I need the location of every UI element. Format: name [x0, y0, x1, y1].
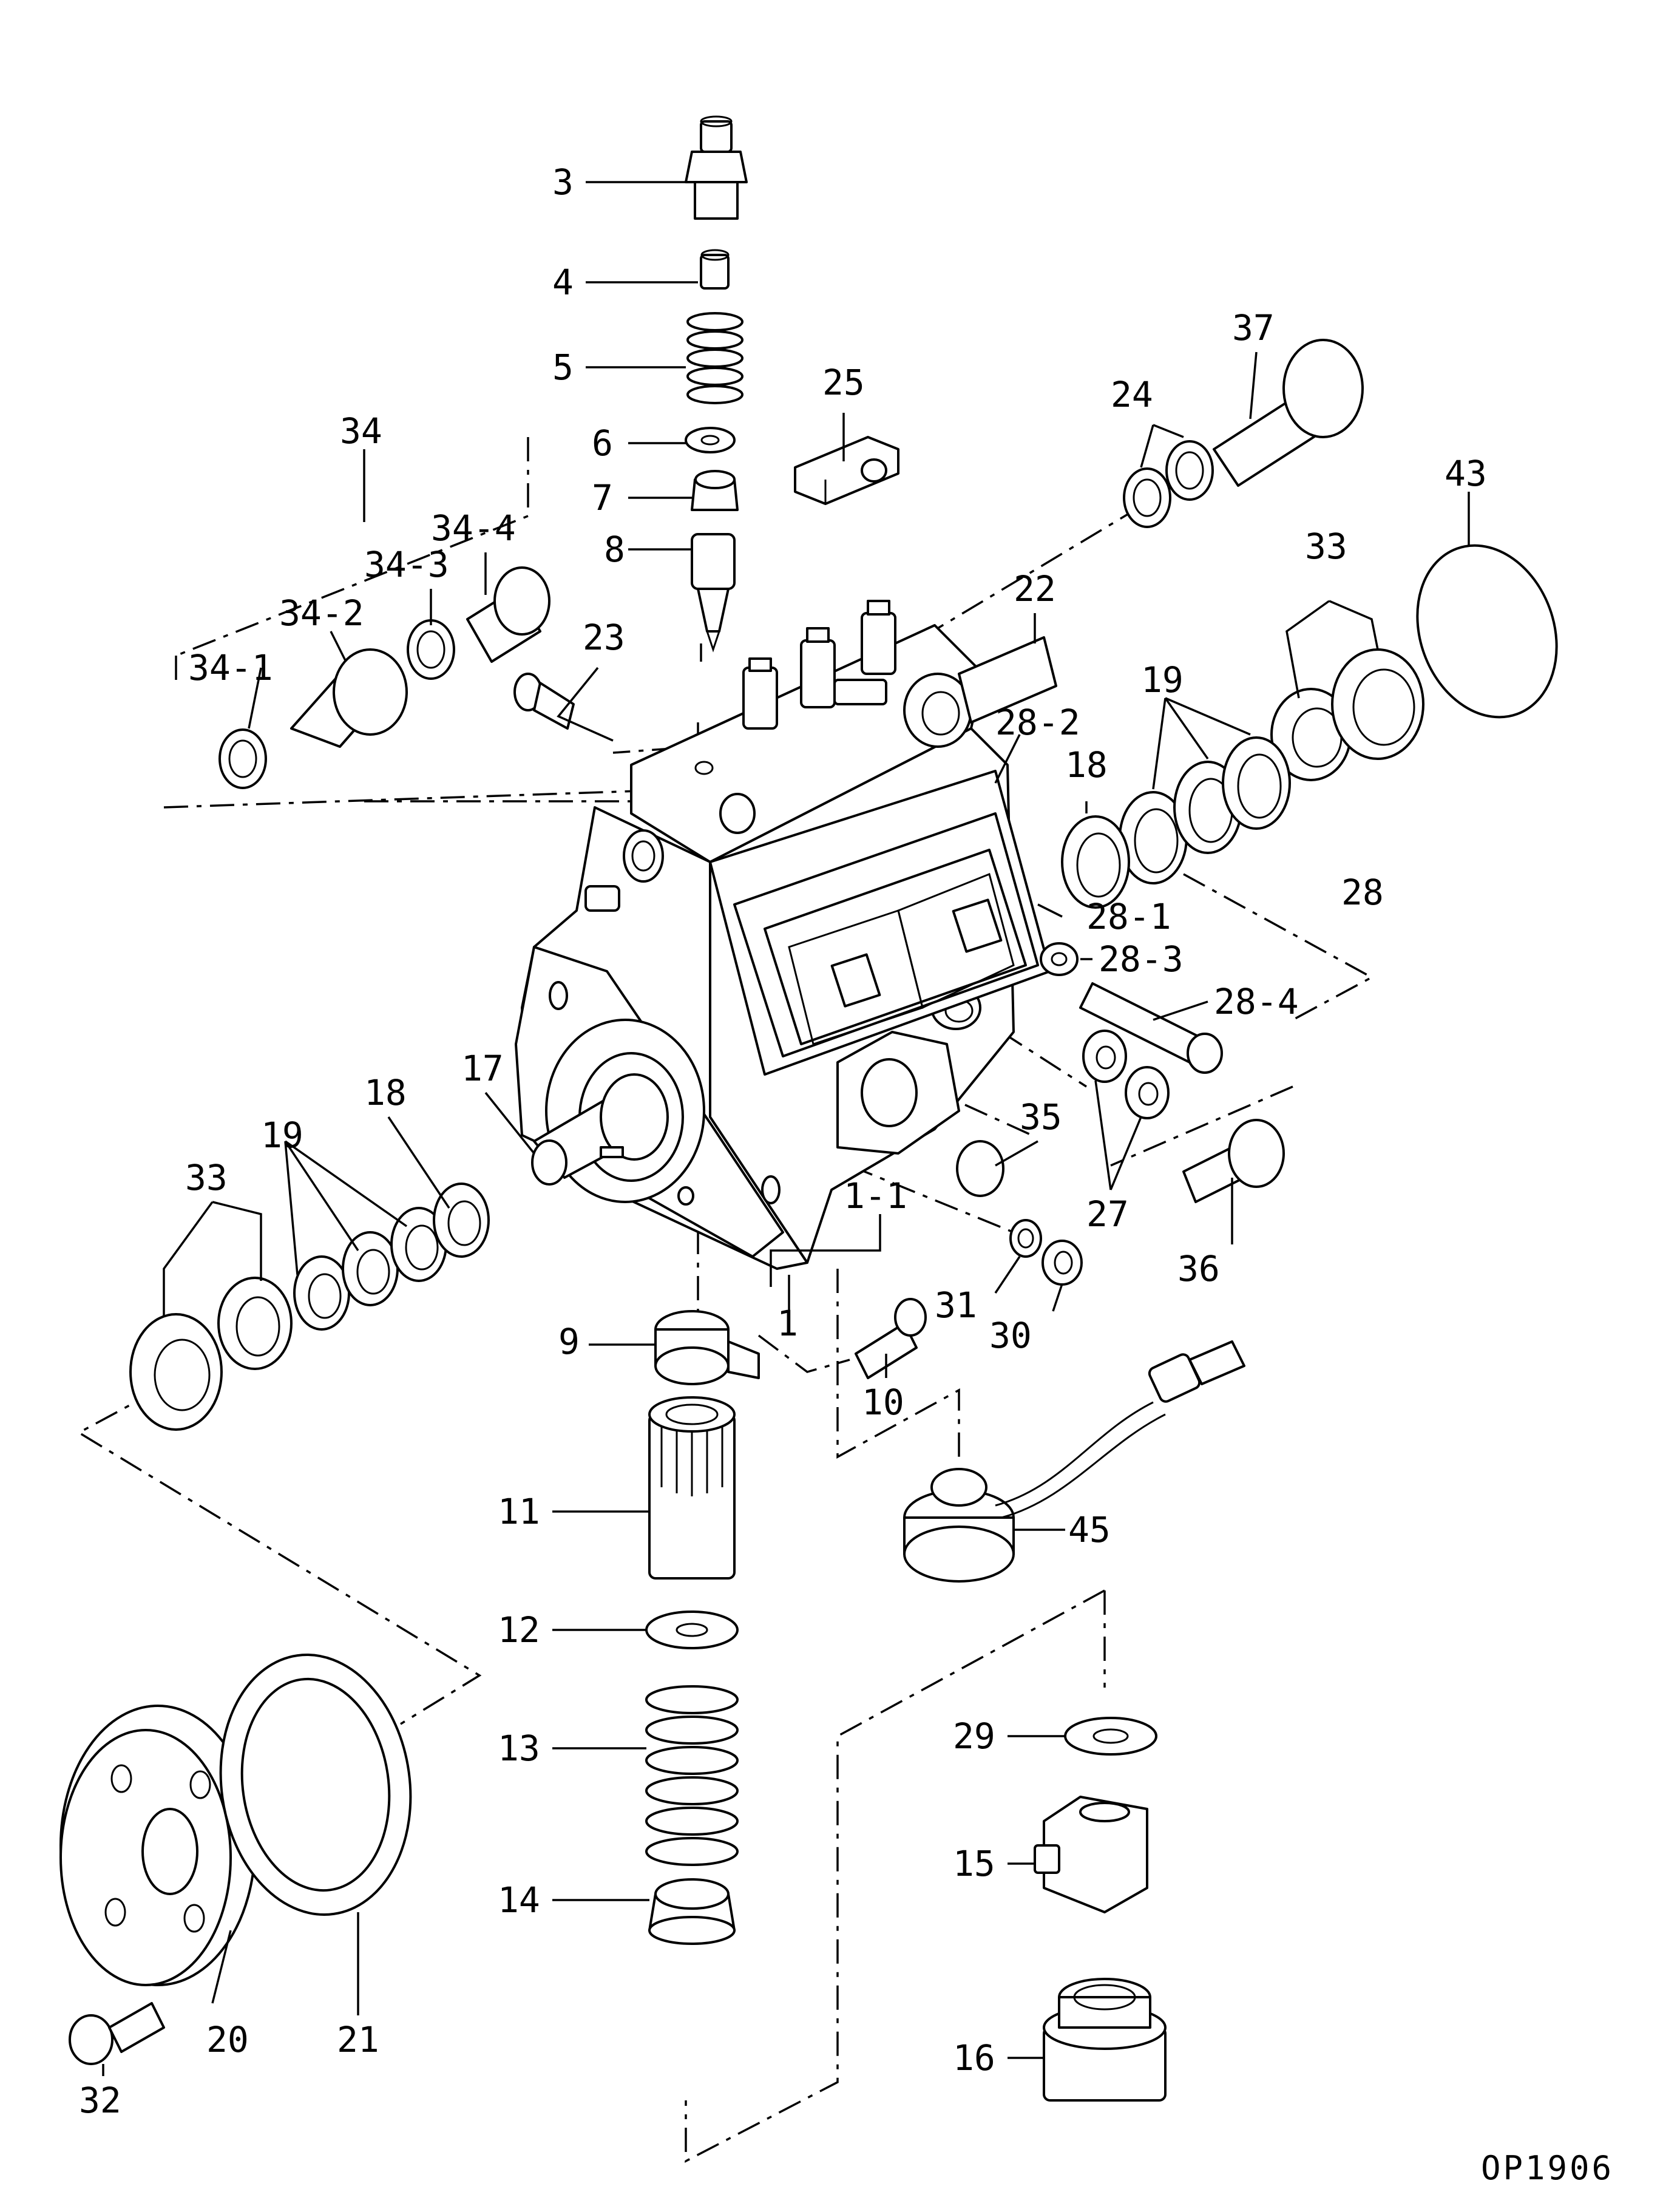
part-21-gasket — [219, 1654, 412, 1916]
callout-5: 5 — [552, 347, 574, 388]
callout-29: 29 — [953, 1716, 995, 1757]
callout-28-2: 28-2 — [995, 702, 1080, 743]
callout-18-right: 18 — [1065, 744, 1108, 786]
part-36-bolt — [1182, 1119, 1285, 1203]
callout-21: 21 — [337, 2019, 379, 2060]
callout-37: 37 — [1232, 307, 1275, 348]
part-32-bolt — [69, 2002, 165, 2065]
part-9-control-sleeve — [654, 1310, 760, 1385]
part-29-washer — [1064, 1717, 1157, 1756]
side-cover-assembly — [709, 770, 1051, 1076]
callout-28-3: 28-3 — [1099, 938, 1184, 980]
part-8-valve-seat — [691, 533, 736, 653]
part-43-o-ring — [1416, 544, 1558, 719]
part-14-lower-seat — [648, 1878, 736, 1945]
part-7-delivery-valve — [691, 470, 739, 511]
part-22-fitting — [903, 636, 1057, 748]
part-28-3-washer — [1040, 942, 1079, 976]
callout-28-4: 28-4 — [1214, 981, 1299, 1022]
part-callouts: 3 4 5 6 7 8 25 23 24 37 22 43 33 19 18 2… — [79, 161, 1487, 2121]
callout-30: 30 — [989, 1315, 1032, 1356]
part-18-left-shim — [433, 1183, 490, 1258]
callout-10: 10 — [862, 1382, 904, 1423]
part-19-left-shims — [293, 1207, 447, 1331]
part-5-spring — [686, 312, 743, 404]
callout-20: 20 — [206, 2019, 249, 2060]
part-18-right-shim — [1061, 815, 1130, 909]
callout-43: 43 — [1445, 453, 1487, 494]
callout-27: 27 — [1086, 1193, 1129, 1235]
callout-8: 8 — [604, 529, 625, 570]
callout-13: 13 — [498, 1728, 540, 1769]
part-33-right-gear — [1270, 648, 1424, 781]
delivery-valve-holders — [742, 600, 896, 730]
callout-15: 15 — [953, 1843, 995, 1884]
callout-24: 24 — [1111, 374, 1153, 415]
callout-34-2: 34-2 — [279, 592, 364, 634]
part-15-tappet — [1034, 1796, 1148, 1913]
callout-25: 25 — [822, 362, 865, 403]
callout-16: 16 — [953, 2037, 995, 2079]
callout-35: 35 — [1020, 1096, 1062, 1138]
callout-3: 3 — [552, 161, 574, 203]
callout-9: 9 — [558, 1321, 580, 1362]
callout-45: 45 — [1068, 1509, 1111, 1550]
callout-23: 23 — [583, 617, 625, 658]
callout-14: 14 — [498, 1879, 540, 1921]
part-33-left-gear — [129, 1277, 293, 1431]
callout-17: 17 — [461, 1048, 504, 1089]
callout-19-right: 19 — [1141, 659, 1184, 701]
callout-31: 31 — [935, 1285, 977, 1326]
callout-1-1: 1-1 — [844, 1175, 907, 1217]
part-27-washers — [1082, 1030, 1170, 1119]
part-31-washer — [1009, 1219, 1042, 1258]
callout-11: 11 — [498, 1491, 540, 1532]
callout-12: 12 — [498, 1609, 540, 1651]
callout-18-left: 18 — [364, 1072, 407, 1113]
callout-28: 28 — [1341, 872, 1384, 913]
part-45-sensor — [903, 1340, 1245, 1583]
callout-6: 6 — [592, 423, 613, 464]
part-23-screw — [513, 673, 575, 730]
callout-4: 4 — [552, 262, 574, 303]
part-35-o-ring — [956, 1140, 1004, 1197]
part-12-spring-seat — [645, 1610, 739, 1649]
callout-33-right: 33 — [1305, 526, 1347, 567]
part-25-bracket — [794, 436, 899, 505]
callout-19-left: 19 — [261, 1115, 303, 1156]
part-28-4-screw — [1079, 982, 1223, 1074]
part-24-washers — [1123, 440, 1214, 528]
callout-36: 36 — [1177, 1248, 1220, 1289]
callout-34-3: 34-3 — [364, 544, 449, 585]
part-30-nut — [1042, 1240, 1083, 1286]
callout-32: 32 — [79, 2080, 121, 2121]
part-13-spring — [645, 1685, 739, 1866]
part-10-bolt — [855, 1298, 927, 1379]
part-20-flange — [59, 1705, 256, 1986]
drawing-code: OP1906 — [1481, 2149, 1614, 2187]
part-16-plug — [1043, 1978, 1167, 2102]
callout-34: 34 — [340, 410, 382, 452]
callout-7: 7 — [592, 477, 613, 518]
callout-33-left: 33 — [185, 1157, 228, 1198]
part-11-sleeve — [648, 1396, 736, 1580]
callout-22: 22 — [1014, 568, 1056, 609]
callout-34-4: 34-4 — [431, 507, 516, 549]
part-4-stopper — [700, 249, 730, 290]
part-19-right-shims — [1119, 736, 1291, 884]
callout-28-1: 28-1 — [1086, 896, 1171, 937]
callout-34-1: 34-1 — [188, 647, 273, 688]
part-6-washer — [685, 427, 736, 453]
drive-shaft — [531, 1073, 669, 1186]
assembly-guide-lines — [76, 437, 1374, 2163]
part-3-valve-holder — [685, 115, 748, 220]
part-34-group — [218, 566, 550, 789]
callout-1: 1 — [777, 1303, 798, 1344]
leader-lines — [102, 181, 1470, 2076]
part-37-bolt — [1213, 339, 1364, 487]
